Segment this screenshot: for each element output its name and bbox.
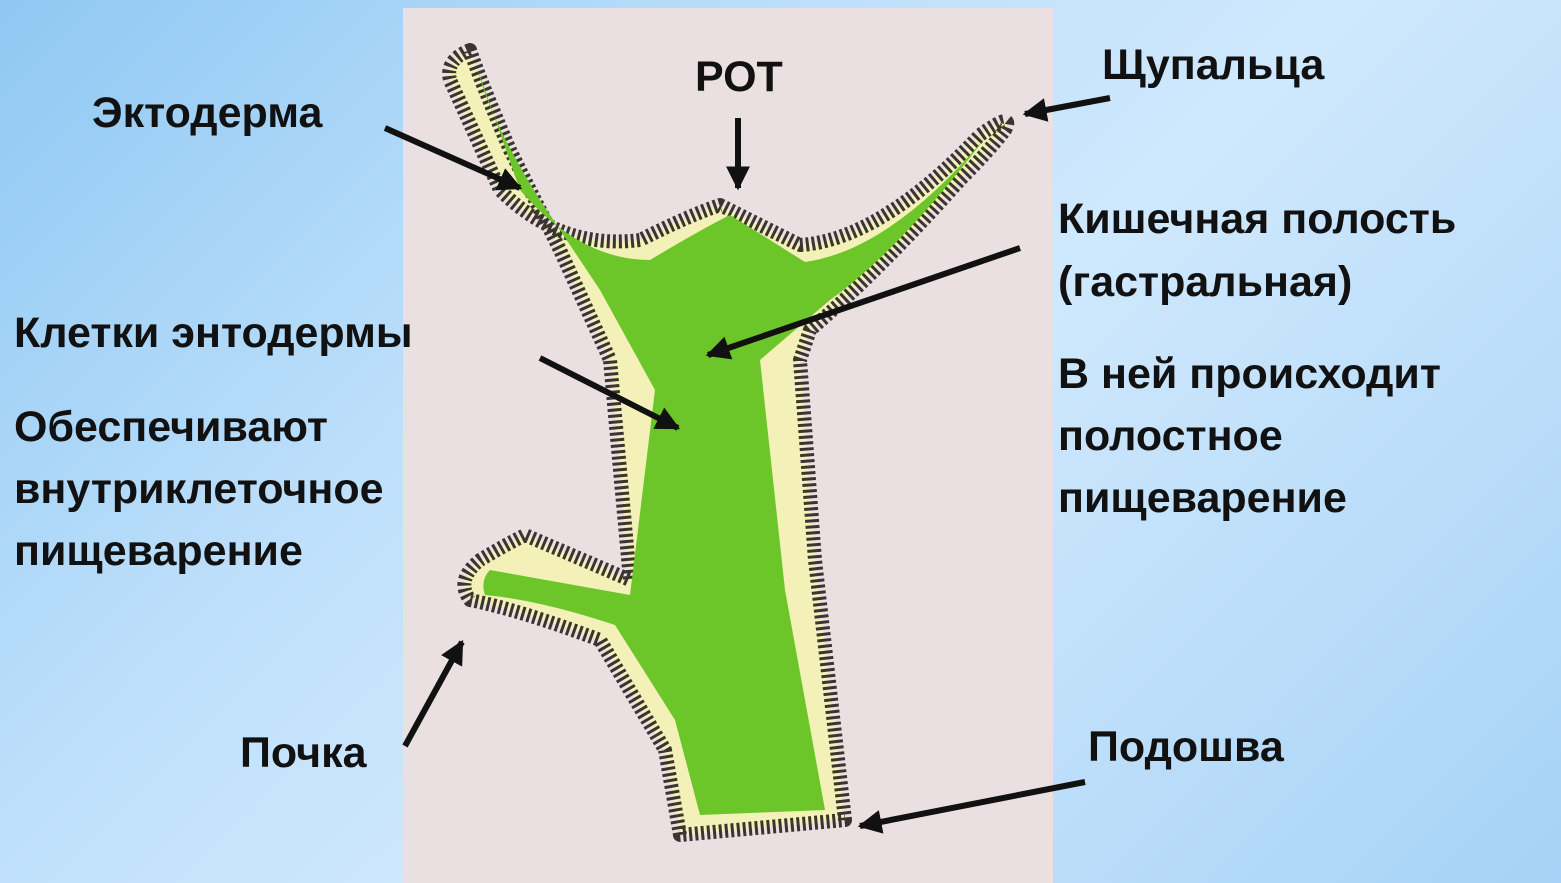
endoderm-desc-line1: Обеспечивают	[14, 398, 328, 456]
endoderm-desc-line3: пищеварение	[14, 522, 303, 580]
endoderm-cells-label: Клетки энтодермы	[14, 304, 413, 362]
cavity-label-line2: (гастральная)	[1058, 253, 1352, 311]
ectoderm-label: Эктодерма	[92, 84, 322, 142]
sole-arrow	[860, 782, 1085, 826]
sole-label: Подошва	[1088, 718, 1284, 776]
mouth-label: РОТ	[695, 48, 783, 106]
cavity-desc-line2: полостное	[1058, 407, 1283, 465]
bud-arrow	[405, 642, 462, 746]
cavity-desc-line3: пищеварение	[1058, 469, 1347, 527]
tentacles-label: Щупальца	[1102, 36, 1324, 94]
endoderm-gut	[478, 70, 985, 815]
cavity-label-line1: Кишечная полость	[1058, 190, 1456, 248]
bud-label: Почка	[240, 724, 367, 782]
tentacles-arrow	[1025, 98, 1110, 114]
endoderm-desc-line2: внутриклеточное	[14, 460, 384, 518]
cavity-desc-line1: В ней происходит	[1058, 345, 1441, 403]
